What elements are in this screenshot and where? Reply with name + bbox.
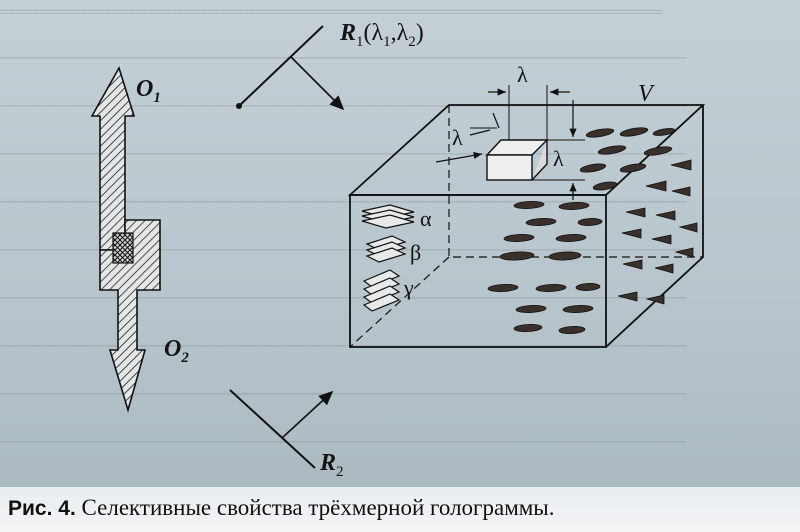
fringe-ellipses-top bbox=[579, 127, 676, 191]
background-text-line: ────────────────────────────────────────… bbox=[0, 432, 687, 450]
caption-line: Рис. 4. Селективные свойства трёхмерной … bbox=[8, 495, 555, 521]
background-text-line: ────────────────────────────────────────… bbox=[0, 288, 687, 306]
o2-label: O2 bbox=[164, 336, 189, 366]
lambda-right-label: λ bbox=[553, 146, 564, 171]
lambda-left-label: λ bbox=[452, 125, 463, 150]
reference-beam-r2 bbox=[229, 389, 334, 469]
reference-beam-r1 bbox=[236, 25, 345, 111]
lambda-cube bbox=[435, 85, 585, 200]
background-text-line: ────────────────────────────────────────… bbox=[0, 384, 687, 402]
r2-label: R2 bbox=[319, 450, 344, 480]
r1-label: R1(λ1,λ2) bbox=[339, 20, 424, 50]
o1-label: O1 bbox=[136, 76, 161, 106]
background-text-line: ────────────────────────────────────────… bbox=[0, 336, 687, 354]
plate-stack-gamma bbox=[362, 269, 401, 312]
fringe-ellipses-front bbox=[487, 201, 603, 334]
gamma-label: γ bbox=[403, 275, 414, 300]
hologram-figure: R1(λ1,λ2) R2 O1 O2 V bbox=[90, 20, 706, 480]
beta-label: β bbox=[410, 240, 421, 265]
fringe-cones-side bbox=[617, 159, 698, 305]
hologram-cube bbox=[347, 104, 706, 348]
background-text-line: ────────────────────────────────────────… bbox=[0, 48, 687, 66]
volume-label: V bbox=[638, 81, 655, 107]
figure-caption: Рис. 4. Селективные свойства трёхмерной … bbox=[0, 487, 800, 532]
object-wave-arrow bbox=[90, 65, 161, 413]
background-text-line: ════════════════════════════════════════… bbox=[0, 2, 663, 20]
plate-stack-alpha bbox=[361, 204, 415, 229]
plate-stack-beta bbox=[365, 235, 407, 263]
caption-text: Селективные свойства трёхмерной голограм… bbox=[81, 495, 555, 520]
caption-label: Рис. 4. bbox=[8, 497, 76, 520]
alpha-label: α bbox=[420, 206, 432, 231]
lambda-top-label: λ bbox=[517, 62, 528, 87]
